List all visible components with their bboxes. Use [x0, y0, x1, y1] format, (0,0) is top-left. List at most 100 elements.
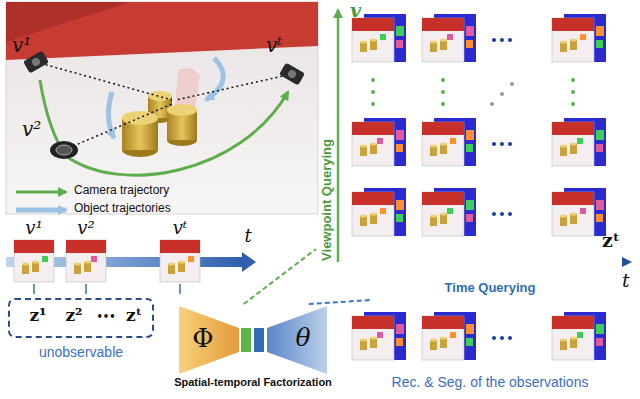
- render-wall: [66, 240, 106, 253]
- viewpoint-label: v²: [77, 218, 94, 239]
- viewpoint-label: v²: [22, 118, 41, 141]
- render-cube: [450, 138, 456, 144]
- ellipsis-dot: [441, 102, 445, 106]
- ellipsis-dot: [500, 212, 504, 216]
- latent-caption: unobservable: [39, 344, 123, 360]
- input-sequence: v¹v²vᵗt: [4, 218, 256, 296]
- ellipsis-dot: [492, 336, 496, 340]
- render-cylinder-top: [360, 41, 367, 44]
- render-cylinder-top: [430, 145, 437, 148]
- object-cylinder: [122, 111, 158, 125]
- render-wall: [14, 240, 54, 253]
- render-image: [552, 316, 594, 360]
- render-cube: [380, 34, 386, 40]
- segment-patch: [396, 144, 403, 152]
- factorization-block: ΦθSpatial-temporal Factorization: [160, 304, 346, 396]
- render-cube: [377, 138, 383, 144]
- segment-patch: [596, 214, 603, 222]
- segment-patch: [466, 144, 473, 152]
- axis-title: Time Querying: [445, 281, 536, 296]
- render-cylinder-top: [560, 41, 567, 44]
- scene-floor: [6, 2, 318, 214]
- render-cube: [42, 256, 48, 262]
- render-cylinder-top: [370, 143, 377, 146]
- render-wall: [422, 192, 464, 205]
- segment-patch: [466, 200, 474, 210]
- render-thumbnail: [552, 188, 606, 236]
- render-wall: [160, 240, 200, 253]
- render-thumbnail: [552, 118, 606, 166]
- segment-patch: [596, 200, 604, 210]
- render-wall: [422, 122, 464, 135]
- render-wall: [352, 192, 394, 205]
- render-cylinder-top: [440, 143, 447, 146]
- render-thumbnail: [422, 118, 476, 166]
- render-image: [552, 122, 594, 166]
- render-cube: [380, 208, 386, 214]
- ellipsis-dot: [371, 78, 375, 82]
- render-image: [352, 192, 394, 236]
- render-cylinder-top: [560, 339, 567, 342]
- ellipsis-dot: [508, 212, 512, 216]
- segment-patch: [596, 26, 604, 36]
- legend-text: Object trajectories: [74, 202, 171, 216]
- render-wall: [422, 18, 464, 31]
- encoder-shape: [179, 306, 239, 374]
- render-image: [422, 18, 464, 62]
- segment-patch: [466, 26, 474, 36]
- ellipsis-dot: [571, 78, 575, 82]
- render-thumbnail: [352, 118, 406, 166]
- observation-tick: [34, 284, 180, 294]
- render-cylinder-top: [560, 145, 567, 148]
- time-axis: [338, 261, 628, 264]
- ellipsis-dot: [441, 90, 445, 94]
- render-cube: [580, 34, 586, 40]
- row-caption: Rec. & Seg. of the observations: [392, 374, 589, 390]
- ellipsis-dot: [492, 142, 496, 146]
- render-image: [352, 316, 394, 360]
- viewpoint-axis: [337, 10, 340, 262]
- render-cube: [577, 138, 583, 144]
- segment-patch: [396, 214, 403, 222]
- render-image: [422, 192, 464, 236]
- ellipsis-dot: [492, 38, 496, 42]
- render-cylinder-top: [22, 263, 29, 266]
- segment-patch: [466, 40, 473, 48]
- object-trajectory: [206, 58, 223, 100]
- ellipsis-dot: [441, 78, 445, 82]
- ellipsis-dot: [508, 142, 512, 146]
- segment-patch: [396, 130, 404, 140]
- legend-text: Camera trajectory: [74, 184, 169, 198]
- view-ray: [36, 62, 172, 100]
- ellipsis-dot: [508, 38, 512, 42]
- axis-label: zᵗ: [602, 230, 620, 252]
- encoder-symbol: Φ: [192, 324, 213, 354]
- render-image: [552, 18, 594, 62]
- render-cube: [580, 208, 586, 214]
- render-wall: [422, 316, 464, 329]
- camera-icon: [50, 141, 78, 159]
- render-cylinder-top: [560, 215, 567, 218]
- query-axes: [338, 10, 632, 267]
- thumbnail-set: [14, 14, 606, 360]
- render-cube: [188, 256, 194, 262]
- ellipsis-dot: [490, 102, 494, 106]
- camera-trajectory: [40, 80, 288, 175]
- render-cylinder-top: [370, 337, 377, 340]
- render-cylinder-top: [360, 339, 367, 342]
- render-cylinder-top: [570, 337, 577, 340]
- object-cylinder: [167, 104, 197, 116]
- render-thumbnail: [160, 240, 200, 282]
- ellipsis-dot: [571, 90, 575, 94]
- scene-illustration: [6, 2, 318, 214]
- render-thumbnail: [66, 240, 106, 282]
- segment-patch: [466, 324, 474, 334]
- view-ray: [64, 104, 172, 150]
- render-cylinder-top: [570, 143, 577, 146]
- render-cube: [450, 332, 456, 338]
- render-cylinder-top: [440, 213, 447, 216]
- view-ray: [176, 74, 292, 100]
- render-cylinder-top: [430, 41, 437, 44]
- time-band-head: [242, 252, 256, 272]
- object-trajectory: [108, 92, 114, 138]
